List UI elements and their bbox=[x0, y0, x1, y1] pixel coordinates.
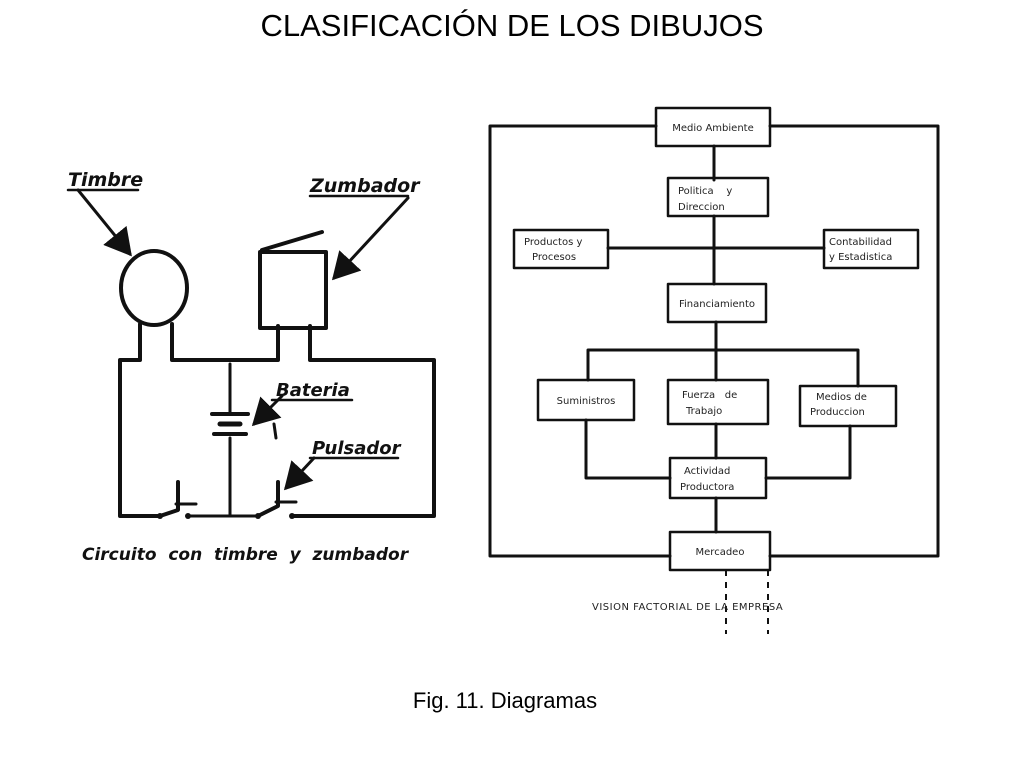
box-medios-produccion bbox=[798, 384, 898, 428]
figure-caption: Fig. 11. Diagramas bbox=[412, 688, 598, 713]
timbre-label: Timbre bbox=[68, 169, 143, 191]
actividad-label-2: Productora bbox=[680, 482, 734, 493]
pulsador-arrow bbox=[283, 456, 316, 491]
box-fuerza-trabajo bbox=[666, 378, 770, 426]
bateria-label: Bateria bbox=[276, 380, 350, 401]
box-suministros bbox=[536, 378, 636, 422]
contabilidad-label-2: y Estadistica bbox=[829, 252, 892, 263]
medio-ambiente-label: Medio Ambiente bbox=[672, 123, 753, 134]
box-productos bbox=[512, 228, 610, 270]
buzzer-clapper bbox=[260, 230, 324, 252]
zumbador-arrow bbox=[331, 196, 410, 281]
frame-right bbox=[768, 124, 940, 558]
zumbador-label: Zumbador bbox=[309, 175, 421, 197]
circuit-wire-left bbox=[118, 322, 162, 518]
productos-label-2: Procesos bbox=[532, 252, 576, 263]
politica-label-2: Direccion bbox=[678, 202, 725, 213]
box-contabilidad bbox=[822, 228, 920, 270]
circuit-wire-right bbox=[290, 324, 436, 518]
suministros-label: Suministros bbox=[557, 396, 616, 407]
contabilidad-label-1: Contabilidad bbox=[829, 237, 892, 248]
mercadeo-label: Mercadeo bbox=[696, 547, 745, 558]
fuerza-label-1: Fuerza de bbox=[682, 390, 737, 401]
productos-label-1: Productos y bbox=[524, 237, 582, 248]
box-financiamiento bbox=[666, 282, 768, 324]
org-chart-caption: VISION FACTORIAL DE LA EMPRESA bbox=[592, 602, 783, 613]
circuit-caption: Circuito con timbre y zumbador bbox=[82, 545, 410, 565]
switch-left-icon bbox=[158, 480, 180, 518]
timbre-arrow bbox=[76, 188, 132, 257]
financiamiento-label: Financiamiento bbox=[679, 299, 755, 310]
pulsador-icon bbox=[256, 480, 280, 518]
fuerza-label-2: Trabajo bbox=[685, 406, 722, 417]
medios-label-2: Produccion bbox=[810, 407, 865, 418]
actividad-label-1: Actividad bbox=[684, 466, 730, 477]
box-mercadeo bbox=[668, 530, 772, 572]
slide-title: CLASIFICACIÓN DE LOS DIBUJOS bbox=[260, 8, 764, 43]
politica-label-1: Politica y bbox=[678, 186, 732, 197]
box-politica bbox=[666, 176, 770, 218]
box-actividad bbox=[668, 456, 768, 500]
buzzer-icon bbox=[258, 250, 328, 330]
bell-icon bbox=[119, 249, 189, 327]
circuit-wire-middle bbox=[170, 322, 280, 362]
medios-label-1: Medios de bbox=[816, 392, 867, 403]
org-flowchart: Medio Ambiente Politica y Direccion Prod… bbox=[488, 106, 940, 634]
pulsador-label: Pulsador bbox=[312, 438, 402, 459]
box-medio-ambiente bbox=[654, 106, 772, 148]
frame-left bbox=[488, 124, 672, 558]
circuit-diagram: Timbre Zumbador Bateria Pulsador Circuit… bbox=[66, 169, 436, 565]
